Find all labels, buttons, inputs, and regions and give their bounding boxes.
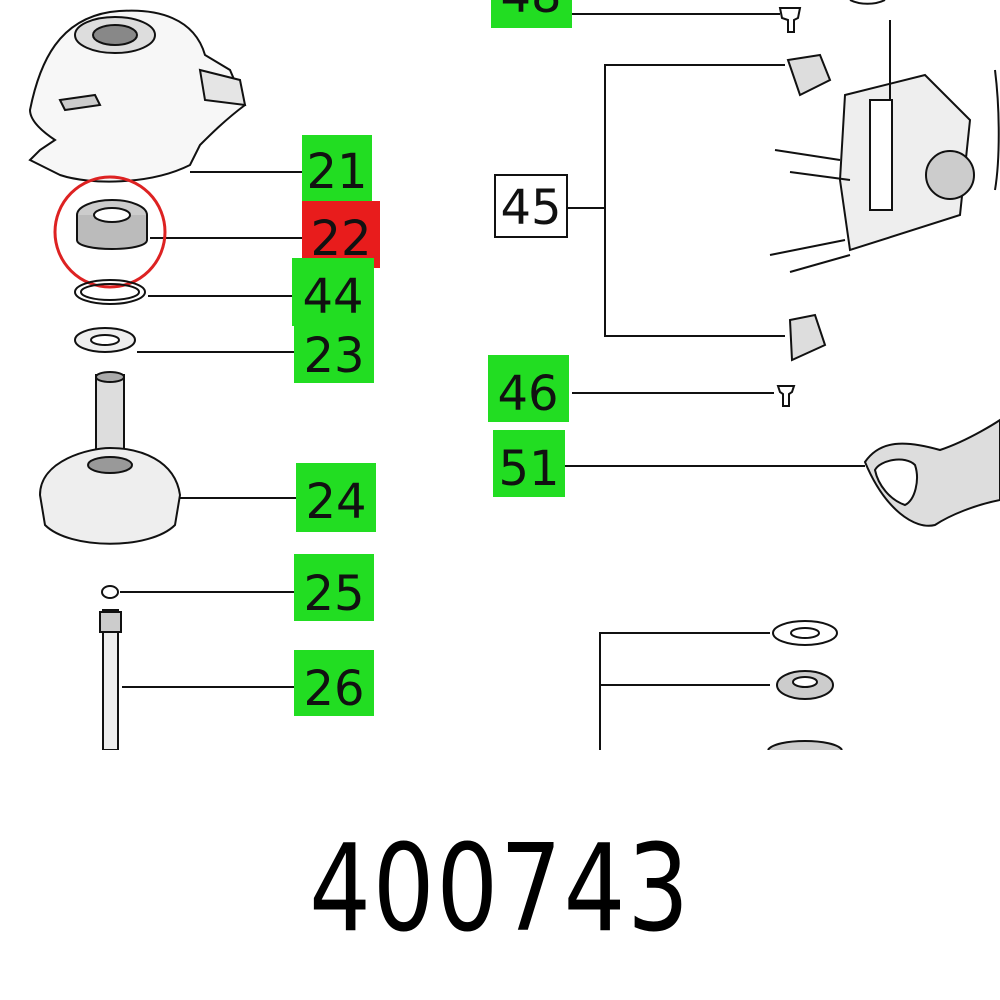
callout-26[interactable]: 26 (294, 650, 374, 717)
part-screw-46 (572, 385, 796, 407)
callout-46[interactable]: 46 (488, 355, 569, 422)
part-o-ring (101, 585, 296, 599)
part-spindle-housing (38, 371, 298, 545)
exploded-parts-diagram: 48 21 22 44 23 24 25 26 45 46 51 (28, 0, 1000, 750)
svg-text:25: 25 (303, 566, 364, 622)
svg-text:24: 24 (305, 474, 366, 530)
part-number: 400743 (309, 820, 691, 959)
svg-text:45: 45 (500, 180, 561, 236)
svg-text:46: 46 (497, 366, 558, 422)
part-shaft (99, 609, 296, 750)
svg-text:22: 22 (310, 211, 371, 267)
part-electronics (567, 0, 1000, 362)
part-screw-top (572, 7, 802, 33)
callout-21[interactable]: 21 (302, 135, 372, 202)
callout-24[interactable]: 24 (296, 463, 376, 532)
callout-22[interactable]: 22 (302, 201, 380, 268)
part-bearing (76, 199, 305, 250)
svg-text:26: 26 (303, 661, 364, 717)
highlight-circle (53, 175, 167, 289)
part-circlip (74, 279, 292, 305)
svg-text:51: 51 (498, 441, 559, 497)
part-washer-set (599, 620, 843, 750)
callout-51[interactable]: 51 (493, 430, 565, 497)
svg-text:23: 23 (303, 328, 364, 384)
callout-48[interactable]: 48 (491, 0, 572, 28)
callout-44[interactable]: 44 (292, 258, 374, 326)
part-hose (565, 418, 1000, 527)
callout-23[interactable]: 23 (294, 323, 374, 384)
part-washer (74, 327, 300, 353)
part-housing-cap (28, 9, 305, 183)
svg-text:44: 44 (302, 269, 363, 325)
svg-text:48: 48 (500, 0, 561, 24)
callout-25[interactable]: 25 (294, 554, 374, 622)
callout-45[interactable]: 45 (494, 174, 568, 238)
svg-text:21: 21 (306, 144, 367, 200)
